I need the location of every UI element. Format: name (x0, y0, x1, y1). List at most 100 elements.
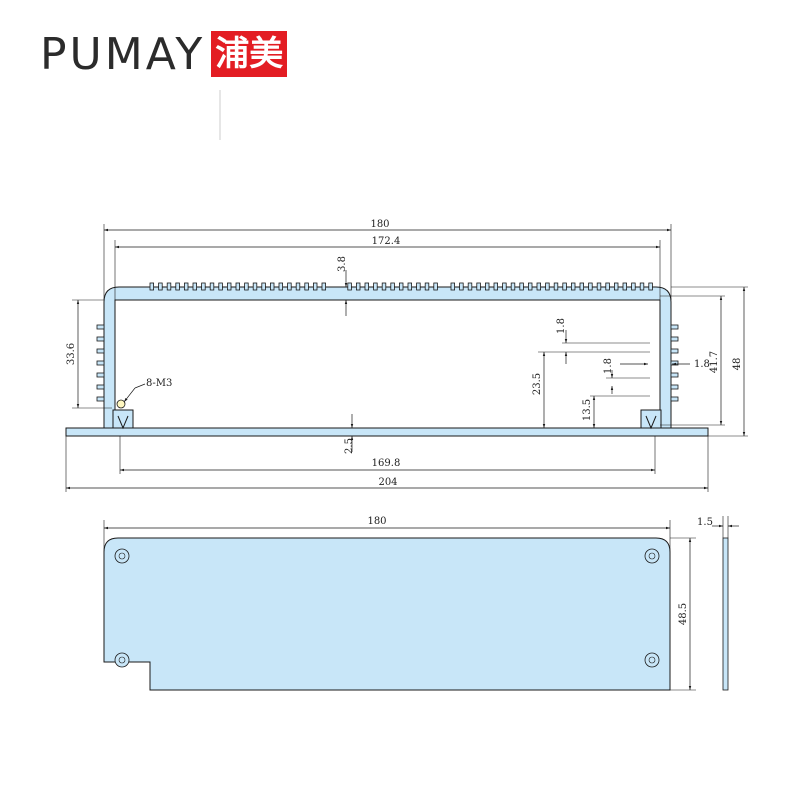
fin (476, 282, 481, 291)
dim-left-height: 33.6 (66, 343, 77, 365)
fin (670, 336, 679, 342)
fin (304, 282, 309, 291)
fin (519, 282, 524, 291)
fin (96, 360, 105, 366)
fin (192, 282, 197, 291)
fin (166, 282, 172, 291)
dim-total-height: 48 (732, 358, 743, 371)
fin (269, 282, 275, 291)
fin (416, 282, 421, 291)
plate-body (103, 537, 671, 691)
fin (614, 282, 619, 291)
fin (536, 282, 541, 291)
brand-name: PUMAY (40, 28, 206, 80)
dim-base-thickness: 2.5 (344, 438, 355, 454)
fin (235, 282, 240, 291)
fin (96, 324, 105, 330)
dim-inner-height: 41.7 (709, 351, 720, 373)
fin (390, 282, 395, 291)
dim-plate-height: 48.5 (678, 603, 689, 625)
fin (347, 282, 352, 291)
fin (433, 282, 438, 291)
fin (96, 396, 105, 402)
fin (571, 282, 576, 291)
fin (648, 282, 653, 291)
fin (484, 282, 490, 291)
fin (355, 282, 361, 291)
fin (622, 282, 627, 291)
dim-fin-gap-b: 1.8 (603, 358, 614, 374)
fin (670, 384, 679, 390)
fin (295, 282, 301, 291)
dim-inner-width: 172.4 (372, 236, 401, 247)
fin (252, 282, 258, 291)
fin (183, 282, 189, 291)
fin (579, 282, 584, 291)
fin (381, 282, 387, 291)
fin (528, 282, 533, 291)
dim-top-wall: 3.8 (337, 256, 348, 272)
fin (261, 282, 266, 291)
dim-base-width: 204 (378, 477, 397, 488)
dim-rail-height: 23.5 (532, 373, 543, 395)
fin (670, 396, 679, 402)
enclosure-profile (65, 282, 709, 437)
fin (278, 282, 283, 291)
end-plate (103, 537, 729, 691)
fin (96, 348, 105, 354)
right-fins (670, 324, 679, 402)
base-plate (65, 427, 709, 437)
fin (312, 282, 318, 291)
fin (459, 282, 464, 291)
dim-screw-label: 8-M3 (146, 378, 172, 389)
fin (596, 282, 602, 291)
dim-rail-low: 13.5 (582, 399, 593, 421)
left-fins (96, 324, 105, 402)
fin (450, 282, 455, 291)
fin (502, 282, 507, 291)
screw-slot-left (112, 409, 134, 429)
dim-plate-thickness: 1.5 (697, 517, 713, 528)
plate-holes (114, 548, 660, 668)
fin (588, 282, 593, 291)
fin (226, 282, 232, 291)
fin (424, 282, 430, 291)
top-fins (149, 282, 653, 291)
fin (553, 282, 559, 291)
fin (639, 282, 645, 291)
fin (670, 360, 679, 366)
fin (218, 282, 223, 291)
shell-body (103, 286, 672, 429)
fin (493, 282, 498, 291)
fin (670, 372, 679, 378)
fin (364, 282, 369, 291)
brand-logo: PUMAY 浦美 (40, 28, 288, 80)
fin (201, 282, 206, 291)
fin (96, 384, 105, 390)
fin (545, 282, 550, 291)
fin (605, 282, 610, 291)
dim-fin-gap-c: 1.8 (694, 359, 710, 370)
fin (373, 282, 378, 291)
brand-name-cn: 浦美 (211, 31, 288, 77)
fin (321, 282, 326, 291)
fin (670, 324, 679, 330)
dim-fin-gap-a: 1.8 (556, 318, 567, 334)
fin (175, 282, 180, 291)
dim-slot-span: 169.8 (372, 458, 401, 469)
fin (398, 282, 404, 291)
fin (96, 336, 105, 342)
fin (467, 282, 473, 291)
fin (631, 282, 636, 291)
fin (510, 282, 516, 291)
fin (407, 282, 412, 291)
screw-slot-right (640, 409, 662, 429)
fin (209, 282, 215, 291)
fin (244, 282, 249, 291)
fin (96, 372, 105, 378)
fin (287, 282, 292, 291)
fin (149, 282, 154, 291)
fin (158, 282, 163, 291)
dim-overall-width: 180 (370, 219, 389, 230)
